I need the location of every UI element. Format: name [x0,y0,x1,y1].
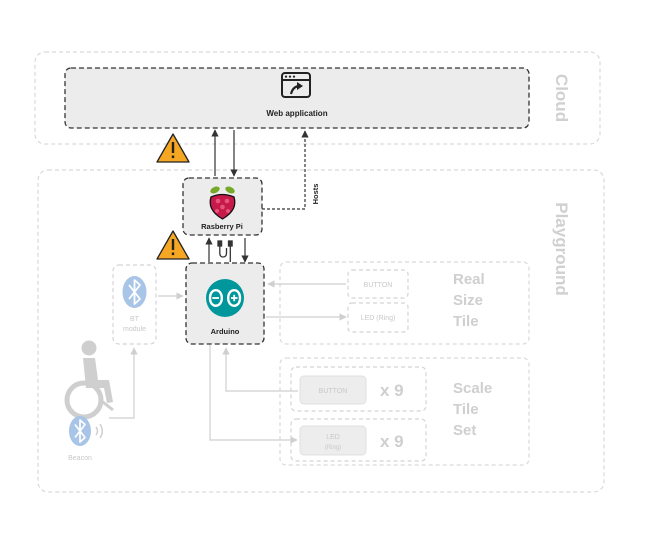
scale-button-to-arduino-arrow [222,347,298,392]
warning-icon-playground [156,230,190,260]
warning-icon-cloud [156,133,190,163]
real-tile-title-line2: Size [453,292,483,309]
arduino-to-scale-led-arrow [209,345,298,444]
scale-tile-led-outer [290,418,427,462]
arduino-logo-icon [206,279,244,317]
raspberry-pi-icon [209,186,236,220]
real-tile-title-line1: Real [453,271,485,288]
real-size-tile-group [279,261,530,345]
cloud-title: Cloud [552,74,571,122]
bluetooth-icon-module [122,276,147,308]
scale-tile-title-line2: Tile [453,401,479,418]
rpi-label: Rasberry Pi [201,222,243,231]
web-app-label: Web application [266,109,327,118]
hosts-label: Hosts [311,184,320,205]
playground-region [37,169,605,493]
bluetooth-icon-beacon [69,416,91,446]
scale-tile-button-box[interactable] [299,375,367,405]
real-tile-led-label: LED (Ring) [361,315,396,322]
scale-tile-led-label-line2: (Ring) [325,445,341,451]
scale-tile-button-label: BUTTON [319,388,348,395]
web-app-icon [281,72,311,98]
cloud-region [34,51,601,145]
scale-tile-led-label-line1: LED [326,434,340,441]
bt-module-label-line2: module [123,326,146,333]
real-tile-title-line3: Tile [453,313,479,330]
beacon-label: Beacon [68,455,92,462]
hosts-connector [262,130,309,210]
real-tile-button-label: BUTTON [364,282,393,289]
scale-tile-led-multiplier: x 9 [380,432,404,451]
arduino-label: Arduino [211,327,240,336]
scale-tile-button-multiplier: x 9 [380,381,404,400]
wheelchair-user-icon [64,340,114,420]
scale-tile-title-line3: Set [453,422,476,439]
scale-tile-button-outer [290,366,427,412]
scale-tile-set-group [279,357,530,466]
scale-tile-led-box[interactable] [299,425,367,456]
signal-waves-icon [95,423,103,439]
playground-title: Playground [552,202,571,296]
bt-module-label-line1: BT [130,316,140,323]
usb-cable-icon [217,240,233,262]
beacon-to-bt-arrow [109,347,138,419]
bt-module-box[interactable] [112,264,157,345]
scale-tile-title-line1: Scale [453,380,492,397]
